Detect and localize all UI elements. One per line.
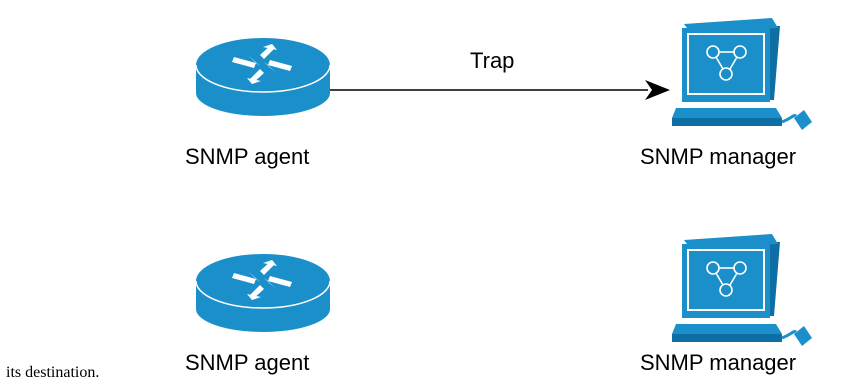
caption-text: its destination. [6,364,100,381]
trap-label: Trap [470,48,515,73]
trap-arrow [330,80,670,100]
router-icon [195,37,331,117]
workstation-icon [670,16,814,132]
snmp-manager-label: SNMP manager [640,350,797,375]
router-icon [195,253,331,333]
workstation-icon [670,232,814,348]
snmp-manager-label: SNMP manager [640,144,797,169]
snmp-agent-label: SNMP agent [185,144,310,169]
snmp-agent-label: SNMP agent [185,350,310,375]
